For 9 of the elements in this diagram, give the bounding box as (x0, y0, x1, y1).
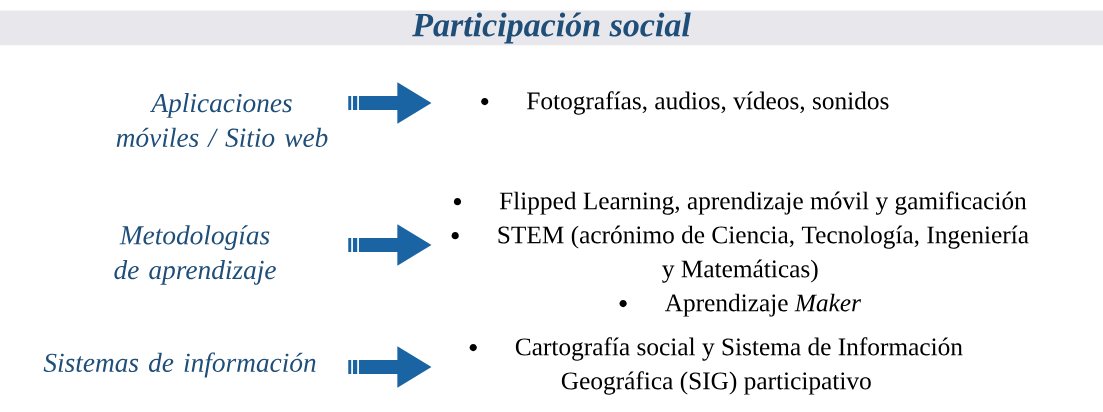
category-label: Aplicaciones móviles / Sitio web (116, 93, 328, 147)
bullet-item: Aprendizaje Maker (619, 293, 862, 317)
category-label: Metodologías de aprendizaje (114, 225, 276, 285)
bullet-item: STEM (acrónimo de Ciencia, Tecnología, Ingeniería y Matemáticas) (451, 225, 1029, 283)
title-band: Participación social (0, 10, 1103, 46)
bullet-item: Cartografía social y Sistema de Información Geográfica (SIG) participativo (469, 337, 963, 395)
category-label: Sistemas de información (43, 352, 316, 378)
bullet-item: Flipped Learning, aprendizaje móvil y gamificación (453, 191, 1027, 215)
bullet-item: Fotografías, audios, vídeos, sonidos (481, 91, 889, 115)
